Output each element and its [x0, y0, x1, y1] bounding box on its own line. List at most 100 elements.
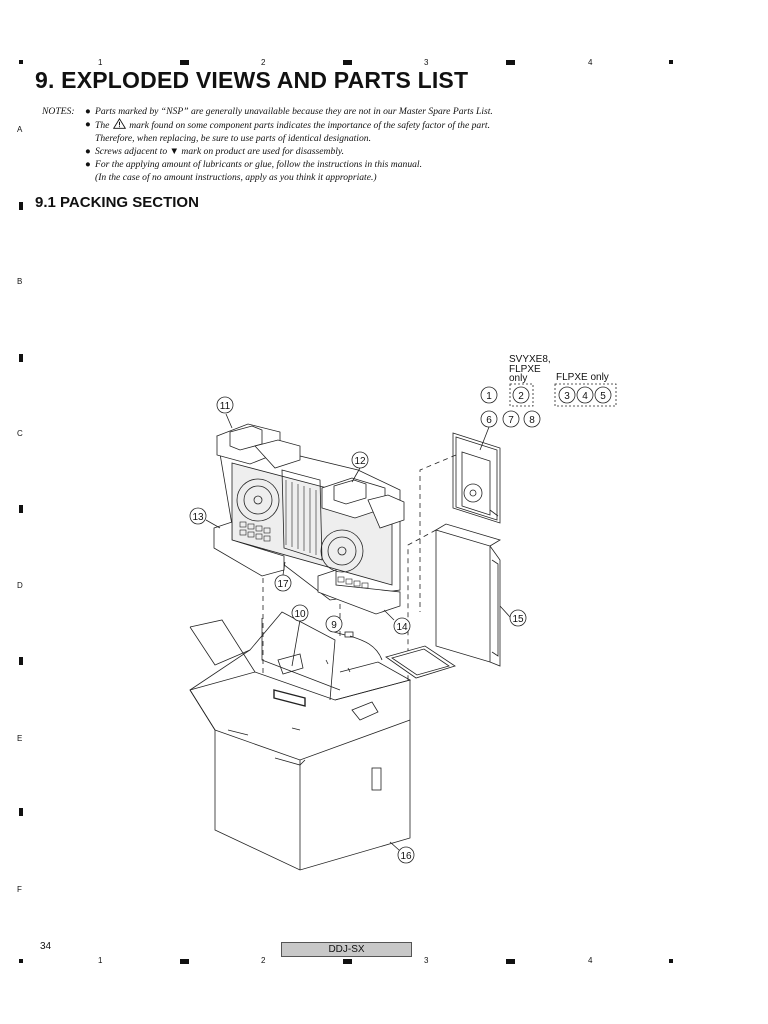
registration-mark	[506, 60, 515, 65]
note-subtext: Therefore, when replacing, be sure to us…	[95, 133, 371, 144]
registration-mark	[19, 657, 23, 665]
note-item: ● Parts marked by “NSP” are generally una…	[85, 105, 602, 118]
corner-mark	[19, 959, 23, 963]
column-number: 2	[261, 58, 266, 67]
corner-mark	[669, 959, 673, 963]
cushion-left-bottom	[213, 521, 285, 577]
callout-7: 7	[502, 410, 520, 428]
variant-box-flpxe	[554, 383, 617, 407]
page-title: 9. EXPLODED VIEWS AND PARTS LIST	[35, 67, 469, 93]
section-title: 9.1 PACKING SECTION	[35, 194, 199, 211]
registration-mark	[343, 60, 352, 65]
bullet-icon: ●	[85, 146, 91, 157]
page-number: 34	[40, 941, 52, 952]
svg-text:17: 17	[277, 579, 289, 590]
note-text: Parts marked by “NSP” are generally unav…	[95, 106, 493, 117]
manual-booklet	[452, 426, 501, 524]
callout-4: 4	[576, 386, 594, 404]
group-flpxe-label: FLPXE only	[556, 372, 609, 383]
callout-5: 5	[594, 386, 612, 404]
column-number: 1	[98, 58, 103, 67]
bullet-icon: ●	[85, 159, 91, 170]
callout-8: 8	[523, 410, 541, 428]
callout-16: 16	[389, 841, 415, 864]
column-number: 2	[261, 956, 266, 965]
svg-text:7: 7	[508, 415, 514, 426]
svg-text:12: 12	[354, 456, 366, 467]
note-item: ● Screws adjacent to ▼ mark on product ar…	[85, 145, 602, 158]
svg-text:16: 16	[400, 851, 412, 862]
note-item: ● For the applying amount of lubricants o…	[85, 158, 602, 184]
registration-mark	[19, 202, 23, 210]
warning-triangle-icon	[112, 117, 126, 129]
note-text: Screws adjacent to ▼ mark on product are…	[95, 146, 345, 157]
callout-2: 2	[512, 386, 530, 404]
sleeve-part-15: 15	[435, 523, 527, 667]
registration-mark	[343, 959, 352, 964]
column-number: 1	[98, 956, 103, 965]
callout-6: 6	[480, 410, 498, 428]
variant-box-svyxe8	[509, 383, 534, 407]
column-number: 3	[424, 956, 429, 965]
row-letter: E	[17, 734, 23, 743]
group-svyxe8-label: only	[509, 373, 527, 384]
row-letter: A	[17, 125, 23, 134]
notes-label: NOTES:	[42, 106, 75, 117]
registration-mark	[180, 959, 189, 964]
row-letter: C	[17, 429, 23, 438]
registration-mark	[506, 959, 515, 964]
note-text: The	[95, 120, 110, 131]
carton-box	[189, 611, 412, 871]
callout-1: 1	[480, 386, 498, 404]
bullet-icon: ●	[85, 106, 91, 117]
cushion-right-bottom	[317, 569, 401, 615]
cushion-left-top	[216, 423, 301, 469]
svg-text:15: 15	[512, 614, 524, 625]
column-number: 4	[588, 956, 593, 965]
callout-11: 11	[216, 396, 234, 429]
callout-17: 17	[274, 561, 292, 592]
registration-mark	[19, 808, 23, 816]
bullet-icon: ●	[85, 119, 91, 130]
cushion-right-top	[321, 477, 405, 529]
note-subtext: (In the case of no amount instructions, …	[95, 172, 377, 183]
svg-text:4: 4	[582, 391, 588, 402]
svg-text:1: 1	[486, 391, 492, 402]
svg-text:10: 10	[294, 609, 306, 620]
row-letter: D	[17, 581, 23, 590]
notes-list: ● Parts marked by “NSP” are generally una…	[42, 105, 602, 184]
corner-mark	[669, 60, 673, 64]
notes-block: NOTES: ● Parts marked by “NSP” are genera…	[42, 105, 602, 184]
svg-text:9: 9	[331, 620, 337, 631]
svg-text:11: 11	[220, 401, 231, 412]
svg-text:13: 13	[192, 512, 204, 523]
column-number: 4	[588, 58, 593, 67]
note-text: For the applying amount of lubricants or…	[95, 159, 422, 170]
registration-mark	[19, 354, 23, 362]
callout-13: 13	[189, 507, 221, 529]
callout-10: 10	[291, 604, 309, 667]
registration-mark	[19, 505, 23, 513]
svg-text:3: 3	[564, 391, 570, 402]
registration-mark	[180, 60, 189, 65]
svg-text:2: 2	[518, 391, 524, 402]
row-letter: F	[17, 885, 22, 894]
callout-12: 12	[351, 451, 369, 483]
note-item: ● The mark found on some component parts …	[85, 117, 602, 145]
callout-3: 3	[558, 386, 576, 404]
svg-text:5: 5	[600, 391, 606, 402]
corner-mark	[19, 60, 23, 64]
bag-sheet	[385, 645, 456, 679]
svg-text:8: 8	[529, 415, 535, 426]
callout-14: 14	[383, 609, 411, 635]
svg-text:6: 6	[486, 415, 492, 426]
group-svyxe8-label: FLPXE	[509, 364, 541, 375]
column-number: 3	[424, 58, 429, 67]
group-svyxe8-label: SVYXE8,	[509, 354, 551, 365]
model-name-box: DDJ-SX	[281, 942, 412, 957]
note-text: mark found on some component parts indic…	[129, 120, 490, 131]
svg-text:14: 14	[396, 622, 408, 633]
row-letter: B	[17, 277, 23, 286]
controller-unit	[216, 435, 401, 601]
